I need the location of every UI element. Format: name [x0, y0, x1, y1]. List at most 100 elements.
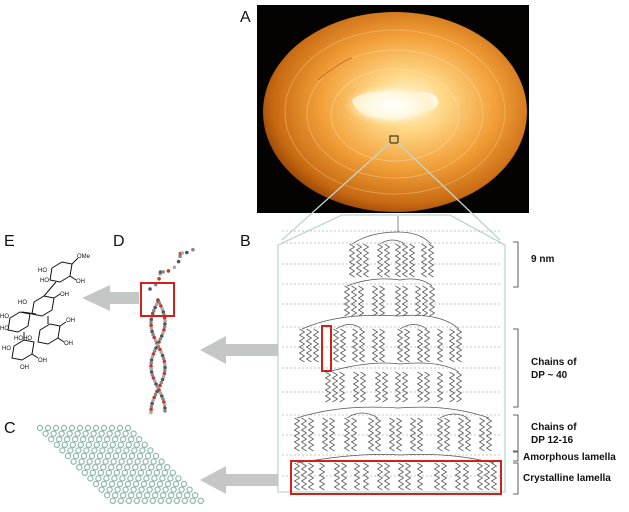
lattice-cell — [124, 424, 132, 432]
lattice-cell — [135, 436, 143, 443]
helix-atom — [154, 382, 158, 386]
lattice-cell — [119, 436, 127, 443]
helix-strand — [350, 417, 358, 452]
lattice-cell — [175, 492, 183, 499]
helix-strand — [436, 371, 444, 403]
lattice-cell — [83, 447, 90, 454]
amylopectin-helices — [293, 243, 498, 491]
lattice-cell — [71, 436, 79, 443]
lattice-cell — [63, 436, 71, 443]
label-chains-dp40-1: Chains of — [531, 357, 577, 368]
lattice-cell — [107, 464, 115, 471]
lattice-cell — [93, 441, 101, 448]
lattice-cell — [132, 480, 140, 488]
lattice-cell — [60, 424, 68, 432]
lattice-cell — [104, 452, 112, 460]
lattice-cell — [100, 424, 108, 432]
helix-strand — [443, 417, 451, 452]
lattice-cell — [80, 452, 88, 460]
branch-line — [399, 324, 428, 330]
label-oh-3: OH — [66, 318, 75, 324]
helix-strand — [357, 285, 365, 317]
lattice-cell — [152, 452, 160, 460]
helix-strand — [427, 243, 435, 278]
label-amorphous-lamella: Amorphous lamella — [523, 452, 616, 463]
lattice-cell — [123, 464, 131, 471]
lattice-cell — [145, 469, 152, 476]
lattice-cell — [144, 452, 152, 460]
helix-strand — [355, 243, 363, 278]
helix-strand — [378, 328, 386, 363]
lattice-cell — [186, 486, 193, 493]
lattice-cell — [76, 424, 84, 432]
helix-strand — [343, 417, 351, 452]
helix-strand — [476, 462, 484, 491]
lattice-cell — [108, 424, 116, 432]
helix-atom — [150, 355, 155, 359]
lattice-cell — [81, 469, 89, 476]
helix-strand — [490, 462, 498, 491]
helix-strand — [328, 417, 336, 452]
helix-atom — [159, 380, 164, 385]
label-chains-dp40-2: DP ~ 40 — [531, 370, 568, 381]
lattice-cell — [127, 492, 135, 499]
lattice-cell — [163, 464, 171, 471]
lattice-cell — [99, 464, 107, 471]
lattice-cell — [141, 441, 148, 448]
lattice-cell — [90, 430, 97, 437]
helix-atom — [161, 374, 166, 379]
label-ho-6: HO — [2, 346, 11, 352]
helix-strand — [455, 371, 463, 403]
helix-atom — [160, 307, 164, 311]
lattice-cell — [82, 430, 89, 437]
lattice-cell — [181, 497, 188, 504]
lattice-cell — [111, 492, 119, 499]
lattice-cell — [70, 458, 77, 465]
lattice-cell — [84, 424, 92, 432]
helix-strand — [485, 417, 493, 452]
branch-line — [346, 412, 379, 419]
lattice-cell — [155, 464, 163, 471]
lattice-cell — [133, 497, 140, 504]
lattice-cell — [121, 469, 129, 476]
lattice-cell — [135, 475, 142, 482]
helix-atom — [149, 361, 153, 365]
lattice-cell — [117, 497, 125, 504]
label-ome: OMe — [77, 254, 91, 260]
lattice-cell — [78, 458, 85, 465]
helix-atom — [150, 311, 155, 316]
helix-atom — [151, 398, 155, 403]
helix-strand — [376, 243, 384, 278]
lattice-cell — [126, 458, 133, 465]
lattice-cell — [130, 430, 137, 437]
helix-atom — [153, 338, 158, 343]
branch-atom — [148, 287, 152, 291]
label-ho-3: HO — [18, 300, 27, 306]
lattice-cell — [180, 480, 188, 488]
branch-line — [335, 324, 363, 330]
helix-strand — [300, 462, 308, 491]
highlight-glucose-units — [140, 282, 175, 317]
helix-atom — [149, 317, 154, 322]
lattice-cell — [127, 436, 135, 443]
helix-atom — [149, 320, 153, 325]
lattice-cell — [156, 480, 164, 488]
helix-atom — [158, 337, 163, 341]
lattice-cell — [36, 424, 44, 432]
label-chains-dp1216-1: Chains of — [531, 422, 577, 433]
helix-atom — [149, 404, 154, 409]
helix-strand — [324, 371, 332, 403]
lattice-cell — [75, 464, 83, 471]
lattice-cell — [61, 441, 69, 448]
lattice-cell — [52, 424, 60, 432]
lattice-cell — [112, 452, 120, 460]
helix-atom — [160, 377, 165, 382]
branch-line — [439, 413, 469, 419]
crystalline-lattice — [36, 424, 204, 504]
helix-strand — [416, 417, 424, 452]
helix-strand — [332, 328, 340, 363]
lattice-cell — [147, 464, 155, 471]
lattice-cell — [91, 464, 99, 471]
helix-strand — [394, 285, 402, 317]
lattice-cell — [94, 458, 101, 465]
